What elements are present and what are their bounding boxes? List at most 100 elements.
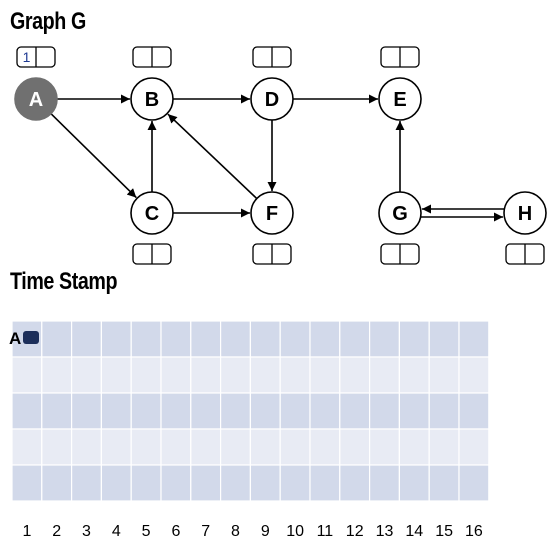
timestamp-cell: [220, 428, 252, 466]
node-a[interactable]: A1: [14, 46, 58, 121]
timestamp-cell: [369, 356, 401, 394]
timestamp-title: Time Stamp: [10, 268, 118, 295]
timestamp-cell: [428, 428, 460, 466]
timestamp-cell: [130, 320, 162, 358]
timestamp-cell: [160, 428, 192, 466]
timestamp-cell: [279, 464, 311, 502]
time-box-e: [380, 46, 420, 68]
node-b[interactable]: B: [130, 46, 174, 121]
timestamp-cell: [160, 464, 192, 502]
grid-layer: [11, 320, 490, 502]
node-e[interactable]: E: [378, 46, 422, 121]
timestamp-cell: [41, 320, 73, 358]
column-tick: 16: [465, 523, 483, 540]
node-circle: [130, 191, 174, 235]
node-label: E: [393, 89, 406, 111]
row-label: A: [9, 329, 21, 348]
timestamp-cell: [309, 392, 341, 430]
timestamp-row: [11, 464, 490, 502]
timestamp-cell: [458, 428, 490, 466]
edges-layer: [50, 94, 504, 222]
timestamp-cell: [190, 356, 222, 394]
timestamp-cell: [369, 320, 401, 358]
timestamp-cell: [70, 392, 102, 430]
timestamp-cell: [11, 428, 43, 466]
column-tick: 14: [405, 523, 423, 540]
column-tick: 6: [171, 523, 180, 540]
timestamp-cell: [100, 464, 132, 502]
timestamp-cell: [190, 392, 222, 430]
timestamp-cell: [190, 464, 222, 502]
timestamp-cell: [398, 392, 430, 430]
timestamp-cell: [249, 464, 281, 502]
column-tick: 3: [82, 523, 91, 540]
timestamp-cell: [220, 320, 252, 358]
timestamp-cell: [428, 464, 460, 502]
timestamp-cell: [11, 356, 43, 394]
timestamp-cell: [309, 320, 341, 358]
discovery-time: 1: [23, 49, 31, 65]
column-tick: 13: [376, 523, 394, 540]
timestamp-cell: [100, 428, 132, 466]
node-c[interactable]: C: [130, 191, 174, 265]
row-labels: A: [9, 329, 21, 348]
graph-title: Graph G: [10, 8, 86, 35]
node-g[interactable]: G: [378, 191, 422, 265]
column-tick: 12: [346, 523, 364, 540]
column-tick: 4: [112, 523, 121, 540]
node-label: H: [518, 203, 532, 225]
node-circle: [14, 77, 58, 121]
timestamp-cell: [458, 356, 490, 394]
timestamp-cell: [160, 320, 192, 358]
timestamp-cell: [339, 464, 371, 502]
edge-f-b: [167, 113, 258, 200]
timestamp-cell: [160, 356, 192, 394]
timestamp-cell: [41, 464, 73, 502]
timestamp-cell: [220, 392, 252, 430]
timestamp-cell: [309, 464, 341, 502]
node-label: A: [29, 89, 43, 111]
timestamp-cell: [458, 320, 490, 358]
edge-a-c: [50, 113, 137, 199]
node-h[interactable]: H: [503, 191, 547, 265]
timestamp-cell: [220, 464, 252, 502]
timestamp-cell: [339, 356, 371, 394]
timestamp-cell: [279, 320, 311, 358]
timestamp-cell: [398, 428, 430, 466]
timestamp-cell: [220, 356, 252, 394]
timestamp-cell: [160, 392, 192, 430]
timestamp-cell: [70, 428, 102, 466]
timestamp-cell: [398, 464, 430, 502]
timestamp-cell: [100, 392, 132, 430]
time-box-h: [505, 243, 545, 265]
node-circle: [250, 191, 294, 235]
timestamp-row: [11, 356, 490, 394]
node-circle: [250, 77, 294, 121]
column-tick: 15: [435, 523, 453, 540]
timestamp-cell: [249, 392, 281, 430]
node-circle: [378, 77, 422, 121]
timestamp-cell: [458, 392, 490, 430]
timestamp-cell: [279, 392, 311, 430]
timestamp-cell: [309, 356, 341, 394]
node-d[interactable]: D: [250, 46, 294, 121]
timestamp-cell: [398, 320, 430, 358]
column-tick: 2: [52, 523, 61, 540]
timestamp-cell: [249, 320, 281, 358]
timestamp-cell: [70, 356, 102, 394]
column-tick: 9: [261, 523, 270, 540]
timestamp-cell: [70, 464, 102, 502]
column-tick: 1: [22, 523, 31, 540]
timestamp-cell: [41, 356, 73, 394]
node-f[interactable]: F: [250, 191, 294, 265]
node-circle: [378, 191, 422, 235]
timestamp-cell: [70, 320, 102, 358]
time-box-f: [252, 243, 292, 265]
timestamp-cell: [249, 428, 281, 466]
column-tick: 8: [231, 523, 240, 540]
timestamp-cell: [369, 464, 401, 502]
timestamp-cell: [279, 356, 311, 394]
timestamp-cell: [428, 320, 460, 358]
